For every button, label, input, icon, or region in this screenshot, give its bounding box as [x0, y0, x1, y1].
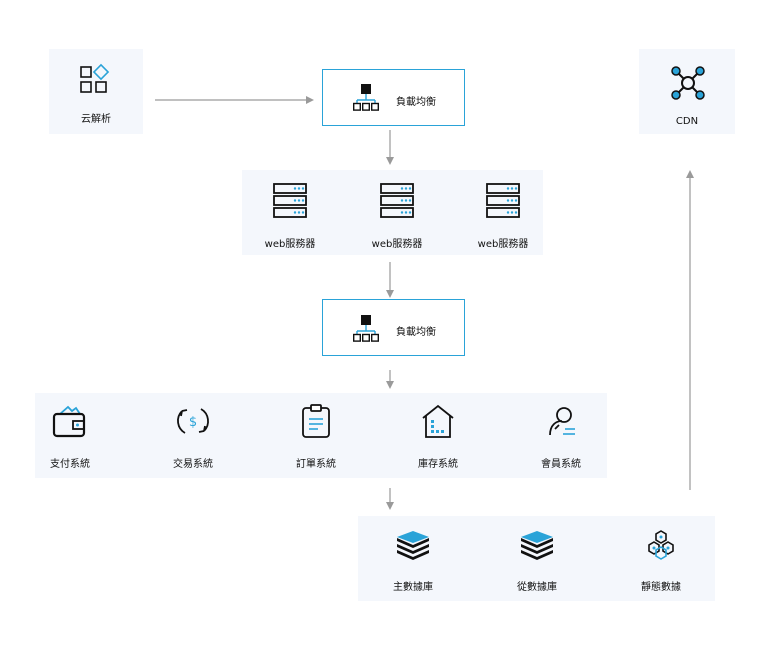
- web-server-label: web服務器: [264, 239, 316, 250]
- server-icon: [273, 183, 307, 218]
- service-label: 交易系統: [173, 459, 213, 470]
- service-label: 訂單系統: [296, 459, 336, 470]
- member-icon: [549, 407, 575, 436]
- cdn-network-icon: [671, 66, 705, 100]
- static-data-icon: [648, 530, 674, 560]
- database-label: 從數據庫: [517, 582, 557, 593]
- warehouse-icon: [422, 404, 454, 438]
- cdn-box: [639, 49, 735, 134]
- database-label: 靜態數據: [641, 582, 681, 593]
- cdn-label: CDN: [675, 116, 699, 127]
- service-label: 支付系統: [50, 459, 90, 470]
- load-balancer-mid-label: 負載均衡: [396, 327, 436, 338]
- load-balancer-mid-box: [322, 299, 465, 356]
- database-stack-icon: [521, 531, 553, 560]
- load-balancer-top-box: [322, 69, 465, 126]
- apps-icon: [80, 63, 110, 93]
- wallet-icon: [52, 405, 86, 438]
- dollar-cycle-icon: $: [177, 408, 209, 434]
- load-balancer-top-label: 負載均衡: [396, 97, 436, 108]
- database-stack-icon: [397, 531, 429, 560]
- clipboard-icon: [302, 404, 330, 438]
- dns-label: 云解析: [81, 114, 111, 125]
- load-balancer-icon: [352, 315, 380, 342]
- web-server-label: web服務器: [371, 239, 423, 250]
- svg-text:$: $: [189, 415, 197, 430]
- server-icon: [486, 183, 520, 218]
- service-label: 會員系統: [541, 459, 581, 470]
- database-label: 主數據庫: [393, 582, 433, 593]
- server-icon: [380, 183, 414, 218]
- load-balancer-icon: [352, 84, 380, 111]
- service-label: 庫存系統: [418, 459, 458, 470]
- web-server-label: web服務器: [477, 239, 529, 250]
